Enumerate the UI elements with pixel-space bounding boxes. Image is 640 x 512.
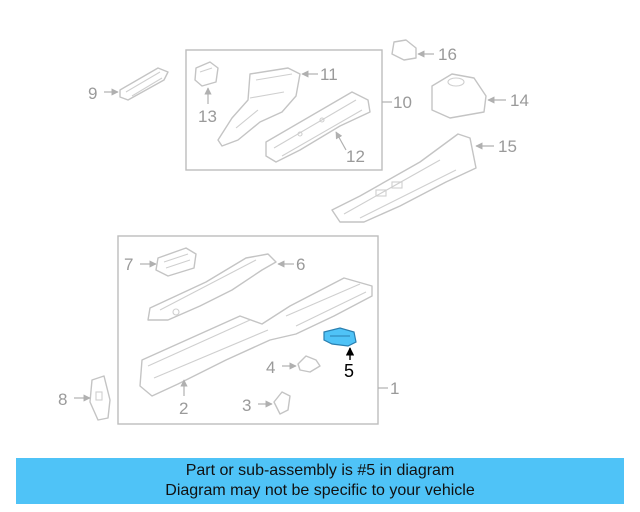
part-6[interactable] [147,253,277,321]
part-3[interactable] [273,391,291,415]
part-11[interactable] [217,67,301,147]
callout-10: 10 [393,93,412,112]
lower-assembly-box [117,235,379,425]
callout-12: 12 [346,147,365,166]
callout-16: 16 [438,45,457,64]
callout-5: 5 [344,361,354,381]
part-4[interactable] [297,355,321,373]
callout-2: 2 [179,399,188,418]
part-14[interactable] [431,73,487,119]
part-9[interactable] [119,67,169,101]
part-7[interactable] [155,247,197,277]
banner-line-1: Part or sub-assembly is #5 in diagram [185,462,455,479]
part-16[interactable] [391,39,417,61]
part-15[interactable] [331,133,477,223]
part-8[interactable] [89,375,111,421]
part-5-highlighted[interactable] [323,327,357,347]
banner-line-2: Diagram may not be specific to your vehi… [165,482,475,499]
callout-3: 3 [242,396,251,415]
callout-14: 14 [510,91,529,110]
callout-9: 9 [88,84,97,103]
callout-8: 8 [58,390,67,409]
callout-6: 6 [296,255,305,274]
callout-11: 11 [320,65,338,84]
part-2[interactable] [139,277,373,397]
upper-assembly-box [185,49,383,171]
callout-13: 13 [198,107,217,126]
callout-15: 15 [498,137,517,156]
parts-diagram: 1 2 3 4 5 6 7 8 9 10 11 12 13 14 15 16 [58,39,529,425]
callout-7: 7 [124,255,133,274]
info-banner: Part or sub-assembly is #5 in diagram Di… [16,458,624,504]
part-13[interactable] [194,61,219,87]
callout-4: 4 [266,358,275,377]
callout-1: 1 [390,379,399,398]
part-12[interactable] [265,91,371,163]
